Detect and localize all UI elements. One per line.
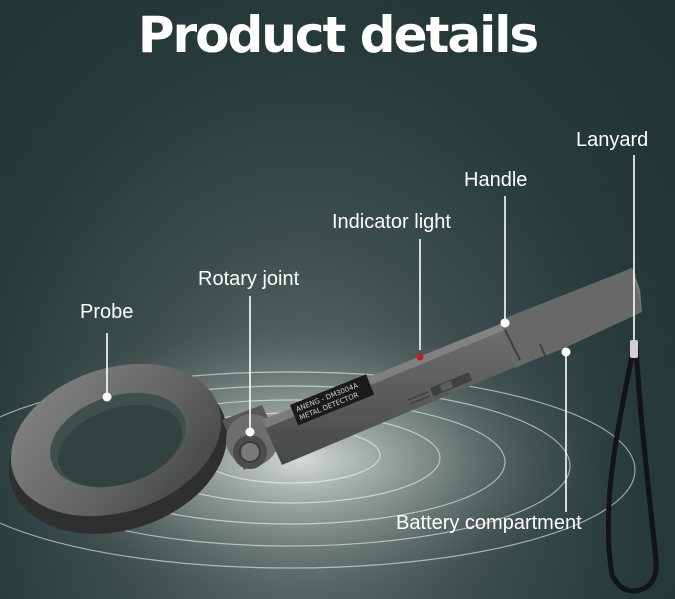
page-title: Product details bbox=[137, 6, 539, 64]
callout-lanyard: Lanyard bbox=[576, 129, 649, 151]
callout-handle: Handle bbox=[464, 169, 528, 191]
callout-battery-compartment: Battery compartment bbox=[396, 512, 582, 534]
speaker-grille bbox=[407, 391, 431, 405]
lanyard-cord bbox=[605, 344, 659, 594]
probe-ring bbox=[8, 363, 228, 534]
power-switch bbox=[430, 372, 472, 396]
lanyard-clip bbox=[630, 340, 638, 358]
callout-lines bbox=[106, 155, 635, 512]
callout-dots bbox=[102, 318, 571, 437]
callout-probe: Probe bbox=[80, 301, 134, 323]
callout-rotary-joint: Rotary joint bbox=[198, 268, 300, 290]
callout-indicator-light: Indicator light bbox=[332, 211, 451, 233]
indicator-light bbox=[416, 353, 424, 361]
